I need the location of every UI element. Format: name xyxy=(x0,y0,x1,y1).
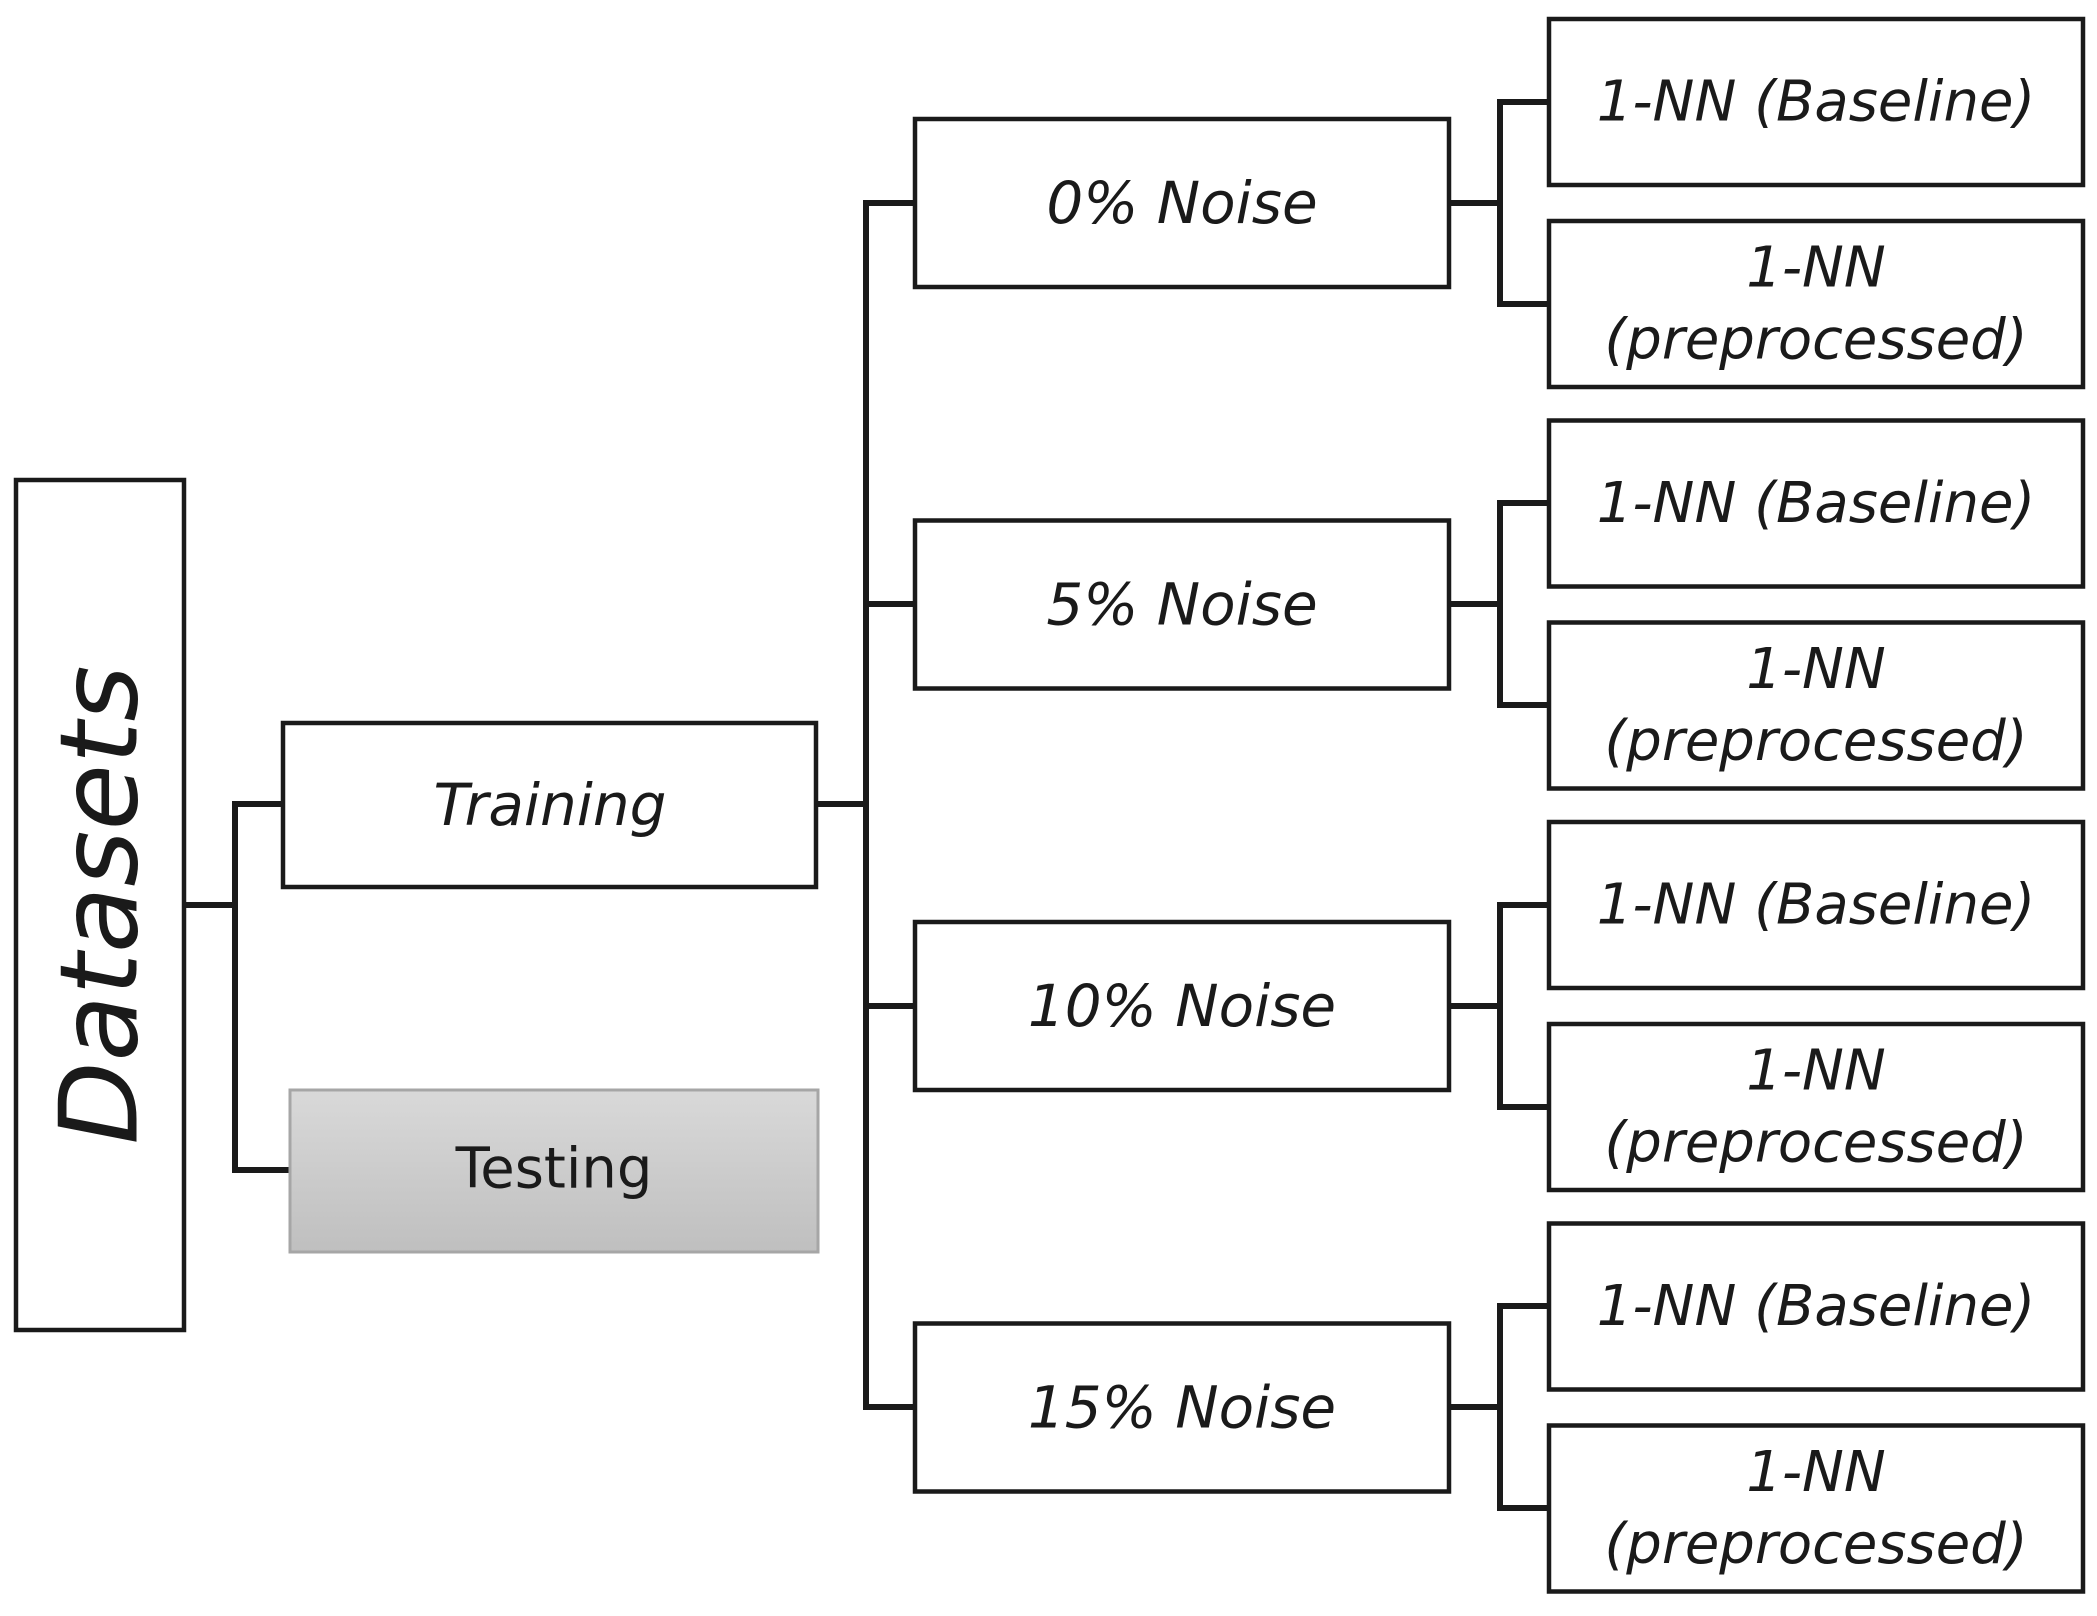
method-label: 1-NN(preprocessed) xyxy=(1604,236,2027,373)
method-node-baseline: 1-NN (Baseline) xyxy=(1546,1221,2086,1392)
method-node-baseline: 1-NN (Baseline) xyxy=(1546,16,2086,188)
testing-label: Testing xyxy=(455,1137,653,1202)
method-label: 1-NN (Baseline) xyxy=(1597,873,2036,938)
noise-node-15: 15% Noise xyxy=(912,1321,1452,1494)
training-connector xyxy=(813,200,918,1410)
method-node-preprocessed: 1-NN(preprocessed) xyxy=(1546,218,2086,390)
method-label: 1-NN(preprocessed) xyxy=(1604,1039,2027,1176)
method-label: 1-NN(preprocessed) xyxy=(1604,637,2027,774)
noise-node-10: 10% Noise xyxy=(912,919,1452,1093)
method-node-preprocessed: 1-NN(preprocessed) xyxy=(1546,1423,2086,1594)
noise-5-connector xyxy=(1446,500,1552,708)
method-node-preprocessed: 1-NN(preprocessed) xyxy=(1546,1021,2086,1193)
root-label: Datasets xyxy=(38,665,163,1144)
method-label: 1-NN (Baseline) xyxy=(1597,1274,2036,1339)
method-label: 1-NN (Baseline) xyxy=(1597,471,2036,536)
noise-node-0: 0% Noise xyxy=(912,116,1452,290)
root-node-datasets: Datasets xyxy=(13,477,187,1333)
noise-0-connector xyxy=(1446,99,1552,307)
noise-level-nodes: 0% Noise 1-NN (Baseline) 1-NN(preprocessed… xyxy=(912,16,2086,1594)
training-label: Training xyxy=(434,771,667,839)
noise-15-connector xyxy=(1446,1303,1552,1511)
method-node-baseline: 1-NN (Baseline) xyxy=(1546,819,2086,991)
connector-lines xyxy=(181,99,1552,1511)
root-connector xyxy=(181,801,293,1173)
method-label: 1-NN (Baseline) xyxy=(1597,70,2036,135)
noise-label: 0% Noise xyxy=(1046,169,1317,237)
noise-10-connector xyxy=(1446,902,1552,1110)
noise-node-5: 5% Noise xyxy=(912,518,1452,691)
noise-label: 5% Noise xyxy=(1046,571,1317,639)
method-node-baseline: 1-NN (Baseline) xyxy=(1546,418,2086,589)
noise-label: 10% Noise xyxy=(1028,972,1336,1040)
method-label: 1-NN(preprocessed) xyxy=(1604,1440,2027,1577)
training-node: Training xyxy=(280,720,819,890)
noise-label: 15% Noise xyxy=(1028,1374,1336,1442)
testing-node: Testing xyxy=(288,1088,820,1254)
method-node-preprocessed: 1-NN(preprocessed) xyxy=(1546,620,2086,791)
